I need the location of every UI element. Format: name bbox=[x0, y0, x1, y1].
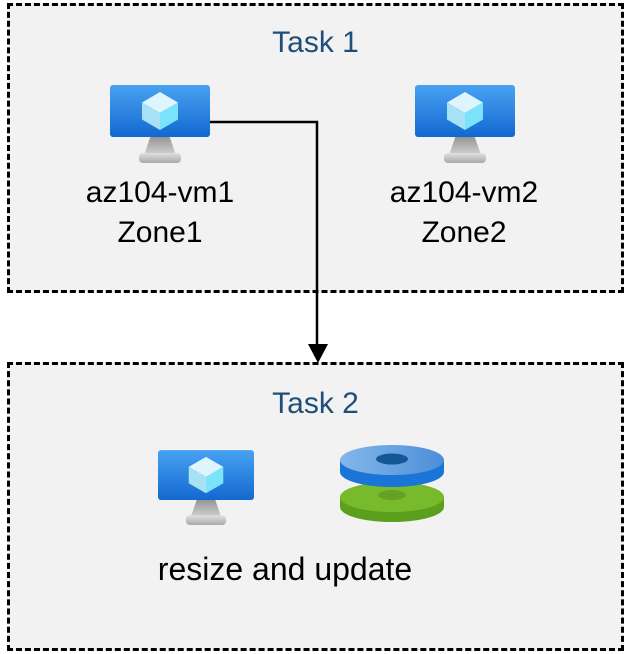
vm2-name: az104-vm2 bbox=[389, 176, 539, 209]
task2-title: Task 2 bbox=[272, 387, 359, 420]
arrowhead-icon bbox=[308, 344, 328, 363]
task1-box: Task 1 az104-vm1 Zone1 az104-vm2 Zone2 bbox=[7, 3, 624, 293]
task2-box: Task 2 resize and update bbox=[7, 362, 624, 651]
vm1-name: az104-vm1 bbox=[85, 176, 235, 209]
vm2-label: az104-vm2 Zone2 bbox=[354, 173, 574, 253]
task2-caption: resize and update bbox=[157, 551, 413, 587]
virtual-machine-icon bbox=[415, 85, 515, 163]
task1-title: Task 1 bbox=[272, 26, 359, 59]
vm2-zone: Zone2 bbox=[421, 216, 507, 249]
managed-disks-icon bbox=[340, 445, 444, 522]
virtual-machine-icon bbox=[110, 85, 210, 163]
vm1-zone: Zone1 bbox=[117, 216, 203, 249]
vm1-label: az104-vm1 Zone1 bbox=[50, 173, 270, 253]
virtual-machine-icon bbox=[158, 450, 254, 525]
